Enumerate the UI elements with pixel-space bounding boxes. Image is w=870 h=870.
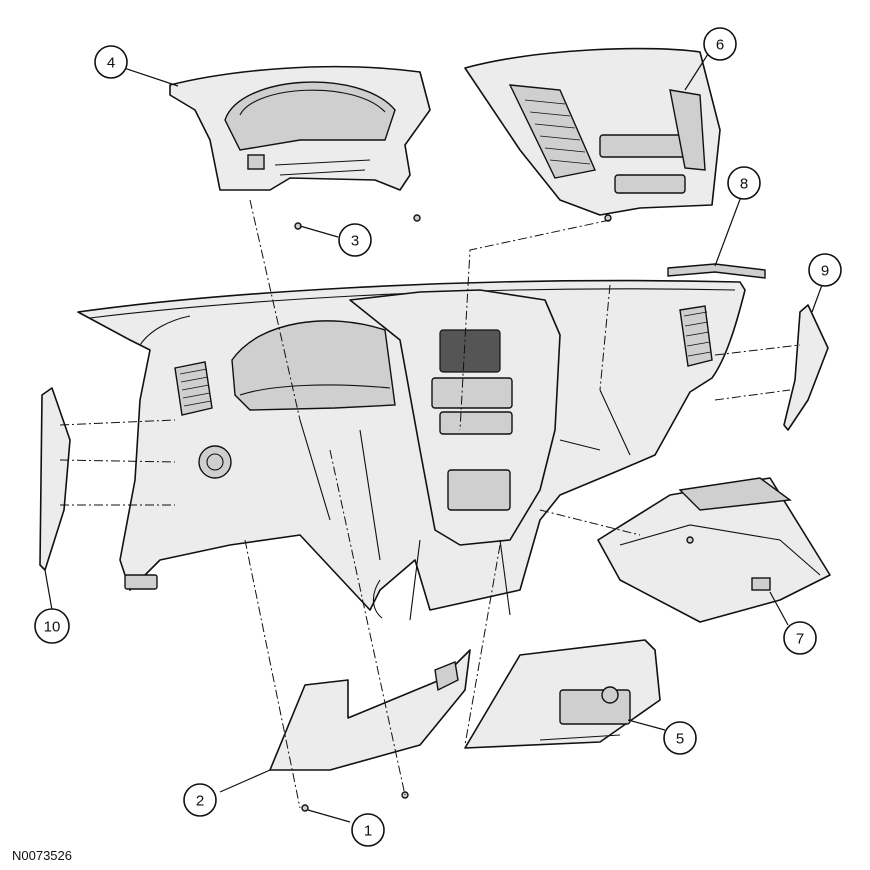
- callout-4-label: 4: [107, 55, 115, 72]
- leader-lines: [44, 53, 823, 823]
- callout-10-label: 10: [44, 619, 61, 636]
- callout-5-label: 5: [676, 731, 684, 748]
- instrument-panel-wire: [667, 263, 766, 279]
- callout-9: 9: [808, 253, 842, 287]
- callout-5: 5: [663, 721, 697, 755]
- callout-1-label: 1: [364, 823, 372, 840]
- callout-6-label: 6: [716, 37, 724, 54]
- fasteners: [294, 214, 694, 812]
- right-end-cap: [783, 304, 829, 431]
- instrument-cluster-bezel: [169, 65, 431, 191]
- callout-3-label: 3: [351, 233, 359, 250]
- callout-2: 2: [183, 783, 217, 817]
- steering-column-cover: [269, 649, 471, 771]
- callout-6: 6: [703, 27, 737, 61]
- callout-10: 10: [34, 608, 70, 644]
- callout-8: 8: [727, 166, 761, 200]
- center-display-screen: [439, 329, 501, 373]
- headlamp-switch: [198, 445, 232, 479]
- callout-9-label: 9: [821, 263, 829, 280]
- callout-4: 4: [94, 45, 128, 79]
- left-air-vent: [174, 361, 213, 416]
- alignment-lines: [59, 199, 801, 809]
- instrument-panel: [77, 279, 746, 621]
- center-lower-trim-panel: [464, 639, 661, 749]
- callout-8-label: 8: [740, 176, 748, 193]
- callout-7-label: 7: [796, 631, 804, 648]
- glove-box: [597, 477, 831, 623]
- callout-7: 7: [783, 621, 817, 655]
- callout-3: 3: [338, 223, 372, 257]
- center-finish-panel: [464, 47, 721, 216]
- callout-1: 1: [351, 813, 385, 847]
- right-air-vent: [679, 305, 713, 367]
- figure-id: N0073526: [12, 848, 72, 863]
- callout-2-label: 2: [196, 793, 204, 810]
- left-end-cap: [39, 387, 71, 571]
